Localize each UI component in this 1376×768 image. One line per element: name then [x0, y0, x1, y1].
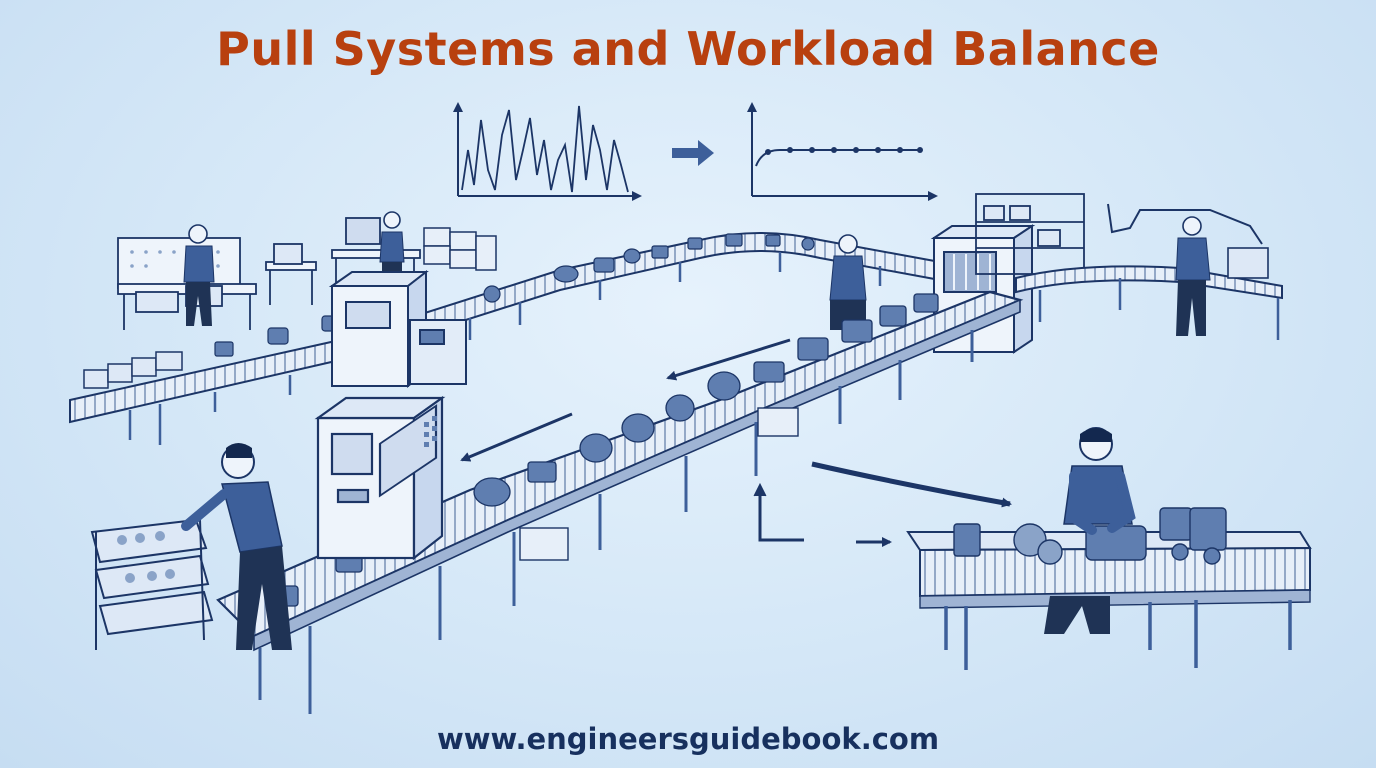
- transition-arrow: [672, 140, 714, 166]
- worker: [183, 224, 215, 326]
- parts-bin-cart: [90, 518, 214, 650]
- worker: [181, 443, 292, 650]
- worker: [379, 211, 405, 280]
- machine: [328, 269, 467, 389]
- worker: [1044, 427, 1136, 634]
- footer-url: www.engineersguidebook.com: [436, 722, 940, 756]
- motor-products: [953, 507, 1227, 565]
- control-terminal: [1227, 247, 1269, 279]
- balanced-workload-graph: [747, 102, 938, 201]
- machine: [314, 395, 446, 561]
- parts-bin: [83, 351, 183, 389]
- robot-cable: [1107, 203, 1263, 245]
- stacked-boxes: [423, 227, 497, 271]
- unbalanced-workload-graph: [453, 102, 642, 201]
- worker: [1175, 216, 1211, 336]
- computer-desk: [265, 217, 421, 305]
- flow-arrow: [460, 338, 1012, 547]
- page-title: Pull Systems and Workload Balance: [216, 22, 1160, 76]
